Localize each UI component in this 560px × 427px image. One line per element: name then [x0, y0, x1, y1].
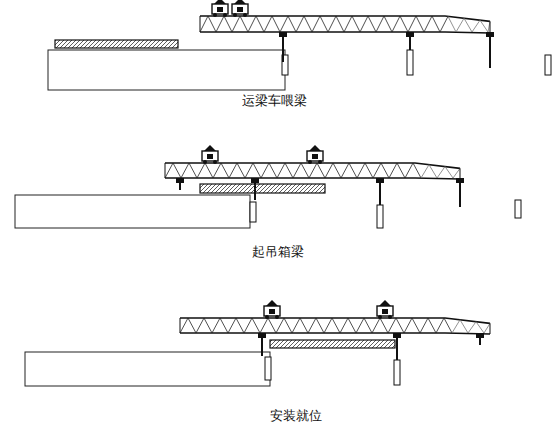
launching-truss	[180, 318, 490, 334]
pier	[265, 357, 271, 380]
pier	[377, 205, 383, 228]
crane-trolley	[202, 145, 218, 164]
launching-truss	[165, 163, 460, 179]
crane-trolley	[377, 300, 393, 319]
pier	[250, 202, 256, 222]
box-girder	[270, 340, 395, 348]
pier	[394, 360, 400, 385]
box-girder	[55, 40, 178, 48]
crane-trolley	[232, 0, 248, 17]
pier	[545, 55, 551, 75]
erection-stage	[25, 300, 490, 386]
pier	[515, 200, 521, 218]
crane-trolley	[264, 300, 280, 319]
pier	[407, 50, 413, 75]
erection-stage	[48, 0, 551, 90]
bridge-deck	[48, 50, 285, 90]
bridge-deck	[25, 352, 270, 386]
launching-truss	[200, 16, 490, 33]
stage-caption: 起吊箱梁	[252, 244, 304, 260]
crane-trolley	[307, 145, 323, 164]
stage-caption: 安装就位	[270, 408, 322, 424]
support-leg	[489, 32, 491, 68]
erection-stage	[15, 145, 521, 228]
stage-caption: 运梁车喂梁	[242, 93, 307, 109]
bridge-deck	[15, 195, 250, 228]
box-girder	[200, 184, 325, 193]
crane-trolley	[212, 0, 228, 17]
